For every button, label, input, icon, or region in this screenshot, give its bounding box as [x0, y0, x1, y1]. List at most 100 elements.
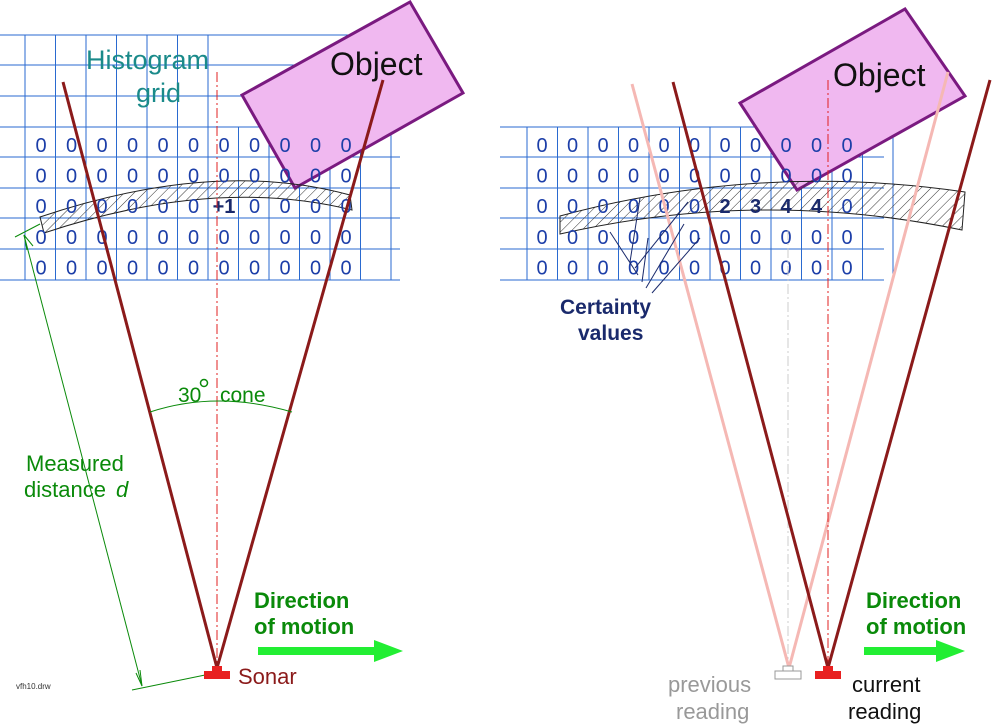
current-beam-right	[826, 79, 992, 669]
certainty-label-line1: Certainty	[560, 296, 651, 319]
right-cell-value: 0	[719, 166, 730, 188]
degree-mark	[199, 378, 209, 388]
left-cell-value: 0	[279, 196, 290, 218]
right-cell-value: 0	[780, 135, 791, 157]
right-cell-value: 0	[658, 257, 669, 279]
previous-label-line1: previous	[668, 672, 751, 697]
right-cell-value: 4	[811, 196, 823, 218]
left-cell-value: 0	[35, 257, 46, 279]
right-cell-value: 0	[567, 227, 578, 249]
left-cell-value: 0	[96, 257, 107, 279]
right-cell-value: 0	[536, 196, 547, 218]
left-cell-value: 0	[218, 166, 229, 188]
left-cell-value: 0	[218, 227, 229, 249]
prev-sonar-base	[774, 670, 802, 680]
cone-word-label: cone	[220, 384, 266, 407]
left-cell-value: 0	[310, 135, 321, 157]
left-cell-value: 0	[340, 135, 351, 157]
left-cell-value: 0	[35, 166, 46, 188]
right-cell-value: 0	[597, 196, 608, 218]
right-cell-value: 0	[750, 227, 761, 249]
right-cell-value: 0	[689, 135, 700, 157]
certainty-pointers	[609, 197, 701, 294]
left-cell-value: 0	[35, 227, 46, 249]
cone-angle-label: 30	[178, 384, 201, 407]
right-cell-value: 0	[628, 196, 639, 218]
right-cell-value: 0	[811, 257, 822, 279]
right-cell-value: 0	[719, 257, 730, 279]
right-cell-value: 0	[597, 135, 608, 157]
current-label-line1: current	[852, 672, 920, 697]
right-cell-value: 0	[689, 227, 700, 249]
left-cell-value: 0	[279, 166, 290, 188]
right-cell-value: 0	[811, 135, 822, 157]
right-cell-value: 0	[597, 166, 608, 188]
left-direction-line2: of motion	[254, 614, 354, 639]
left-cell-value: 0	[157, 257, 168, 279]
left-cell-value: 0	[340, 227, 351, 249]
right-cell-value: 0	[780, 227, 791, 249]
left-cell-value: 0	[188, 257, 199, 279]
left-cell-value: 0	[340, 166, 351, 188]
left-cell-value: 0	[279, 135, 290, 157]
left-motion-arrow	[258, 640, 403, 662]
cone-arc	[149, 400, 293, 413]
left-cell-value: 0	[188, 166, 199, 188]
left-cell-value: 0	[96, 227, 107, 249]
right-measured-arc	[559, 180, 966, 235]
left-cell-value: 0	[249, 227, 260, 249]
prev-sonar-top	[782, 665, 794, 672]
right-cell-value: 0	[689, 166, 700, 188]
current-sonar-base	[815, 671, 841, 679]
right-cell-value: 3	[750, 196, 761, 218]
left-object	[239, 0, 466, 191]
left-direction-line1: Direction	[254, 588, 349, 613]
left-cell-value: 0	[218, 135, 229, 157]
left-cell-value: 0	[127, 166, 138, 188]
left-cell-value: 0	[249, 135, 260, 157]
left-cell-value: 0	[127, 135, 138, 157]
left-cell-value: 0	[66, 257, 77, 279]
right-cell-value: 0	[689, 196, 700, 218]
left-cell-value: 0	[96, 166, 107, 188]
left-cell-value: 0	[157, 227, 168, 249]
right-cell-value: 0	[719, 135, 730, 157]
left-cell-value: 0	[310, 196, 321, 218]
left-object-label: Object	[330, 46, 423, 82]
left-cell-value: 0	[188, 196, 199, 218]
right-cell-value: 0	[536, 257, 547, 279]
left-cell-value: 0	[66, 227, 77, 249]
right-cell-value: 0	[597, 257, 608, 279]
right-cell-value: 0	[567, 196, 578, 218]
right-cell-value: 0	[689, 257, 700, 279]
right-panel: 0000000000000000000000000000234400000000…	[500, 7, 992, 724]
left-sonar-top	[212, 666, 222, 671]
current-label-line2: reading	[848, 699, 921, 724]
right-cell-value: 0	[841, 135, 852, 157]
prev-beam-left	[630, 83, 791, 669]
right-cell-value: 0	[719, 227, 730, 249]
distance-dim-line	[23, 234, 143, 687]
left-beam-left	[61, 81, 219, 669]
left-cell-value: 0	[279, 257, 290, 279]
left-cell-value: 0	[310, 227, 321, 249]
right-cell-value: 0	[811, 166, 822, 188]
left-cell-value: 0	[340, 257, 351, 279]
right-motion-arrow	[864, 640, 965, 662]
left-cell-value: 0	[35, 135, 46, 157]
right-cell-value: 0	[750, 166, 761, 188]
left-cell-value: 0	[157, 196, 168, 218]
right-object-label: Object	[833, 57, 926, 93]
right-cell-value: 0	[811, 227, 822, 249]
left-cell-value: 0	[218, 257, 229, 279]
left-sonar-base	[204, 671, 230, 679]
right-cell-value: 0	[536, 227, 547, 249]
previous-label-line2: reading	[676, 699, 749, 724]
left-cell-value: 0	[310, 166, 321, 188]
left-cell-value: 0	[249, 166, 260, 188]
left-cell-value: +1	[213, 196, 236, 218]
distance-arrow-bottom	[135, 669, 143, 687]
right-object	[737, 7, 968, 192]
